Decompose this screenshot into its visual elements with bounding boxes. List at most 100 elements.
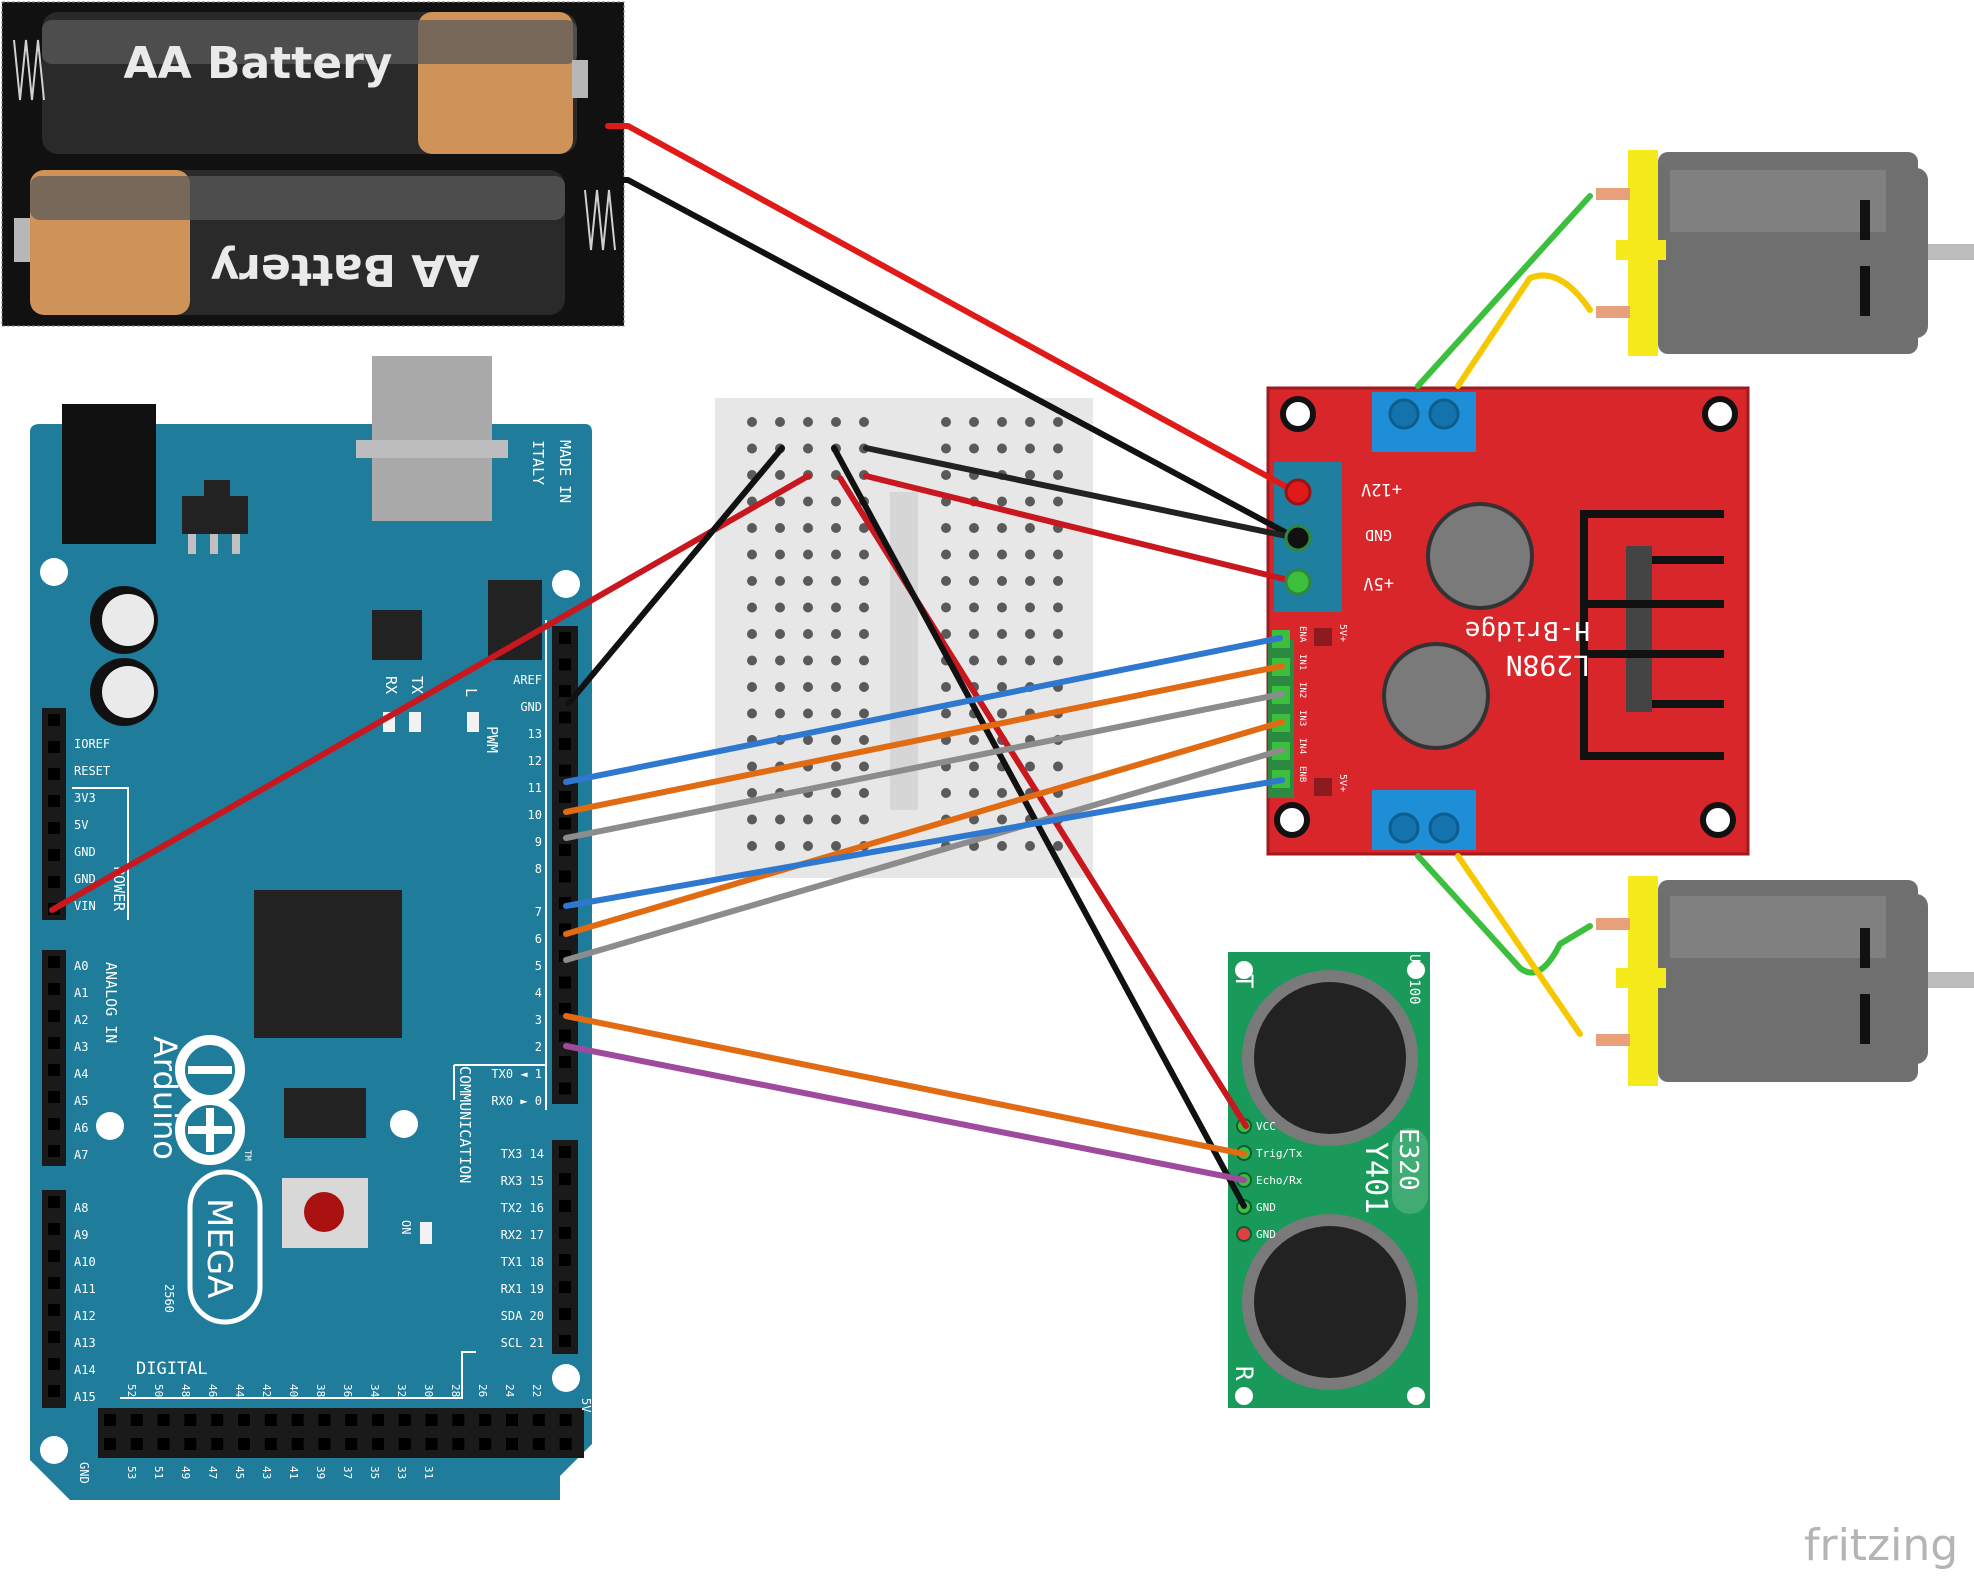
pin-label: 34 xyxy=(368,1384,381,1398)
wire-in1 xyxy=(563,663,1285,815)
header-hole xyxy=(372,1438,384,1450)
header-pins xyxy=(48,632,572,1450)
breadboard-hole xyxy=(941,602,951,613)
breadboard-hole xyxy=(803,549,813,560)
breadboard-hole xyxy=(803,735,813,745)
breadboard-hole xyxy=(831,549,841,560)
wire-motor-b2 xyxy=(1455,853,1583,1037)
header-hole xyxy=(48,1304,60,1316)
header-hole xyxy=(559,1308,571,1320)
breadboard-hole xyxy=(997,655,1007,666)
input-label: IN2 xyxy=(1297,682,1307,698)
spring-left xyxy=(13,39,45,101)
breadboard-hole xyxy=(941,629,951,639)
header-hole xyxy=(211,1414,224,1426)
breadboard-hole xyxy=(941,788,951,798)
breadboard-hole xyxy=(969,602,979,613)
breadboard-hole xyxy=(831,761,841,772)
terminal-5v xyxy=(1284,568,1312,596)
wire-sensor-gnd xyxy=(831,445,1247,1209)
breadboard-hole xyxy=(747,576,757,586)
pin-label: 11 xyxy=(528,781,542,795)
breadboard-hole xyxy=(997,708,1007,719)
header-hole xyxy=(559,1173,571,1185)
pin-label: 32 xyxy=(395,1384,408,1397)
header-hole xyxy=(291,1438,304,1450)
header-hole xyxy=(559,1438,572,1450)
pin-label: 52 xyxy=(125,1384,138,1397)
pin-label: GND xyxy=(74,845,96,859)
pin-label: RX2 17 xyxy=(501,1228,544,1242)
header-hole xyxy=(559,1082,571,1095)
header-hole xyxy=(130,1414,143,1426)
breadboard-hole xyxy=(803,576,813,586)
pin-label: 10 xyxy=(528,808,542,822)
pin-label: 37 xyxy=(341,1466,354,1479)
wire-hbridge-gnd xyxy=(863,445,1299,541)
pin-label: 3V3 xyxy=(74,791,96,805)
breadboard-hole xyxy=(859,629,869,639)
pin-label: TX2 16 xyxy=(501,1201,544,1215)
wire-in2 xyxy=(563,691,1285,841)
breadboard-hole xyxy=(859,655,869,666)
header-hole xyxy=(559,791,571,803)
breadboard-hole xyxy=(747,788,757,798)
breadboard-hole xyxy=(941,443,951,454)
breadboard-hole xyxy=(941,708,951,719)
pwm-label: PWM xyxy=(483,726,501,753)
header-hole xyxy=(559,817,571,830)
breadboard-hole xyxy=(831,496,841,507)
breadboard-hole xyxy=(997,841,1007,851)
pin-label: 49 xyxy=(179,1466,192,1479)
header-hole xyxy=(184,1438,197,1450)
breadboard-hole xyxy=(747,761,757,772)
breadboard-hole xyxy=(859,735,869,745)
header-hole xyxy=(291,1414,304,1426)
header-hole xyxy=(479,1438,492,1450)
breadboard-hole xyxy=(831,841,841,851)
breadboard-hole xyxy=(803,708,813,719)
breadboard-hole xyxy=(1025,470,1035,480)
pin-label: 35 xyxy=(368,1466,381,1479)
tm-text: TM xyxy=(242,1150,252,1161)
pin-label: A13 xyxy=(74,1336,96,1350)
pin-label: A7 xyxy=(74,1148,88,1162)
dc-motor-bottom xyxy=(1596,876,1974,1086)
header-hole xyxy=(532,1414,545,1426)
pin-label: 13 xyxy=(528,727,542,741)
header-hole xyxy=(48,714,60,726)
pin-label: GND xyxy=(74,872,96,886)
pin-label: 45 xyxy=(233,1466,246,1479)
breadboard-hole xyxy=(997,443,1007,454)
header-hole xyxy=(425,1414,438,1426)
header-hole xyxy=(157,1414,170,1426)
fritzing-watermark: fritzing xyxy=(1804,1520,1958,1571)
header-hole xyxy=(48,1064,60,1076)
battery-cell-bottom: AA Battery xyxy=(14,170,565,315)
breadboard-hole xyxy=(747,629,757,639)
header-hole xyxy=(559,658,571,671)
breadboard-hole xyxy=(997,602,1007,613)
breadboard-hole xyxy=(997,629,1007,639)
breadboard-hole xyxy=(1053,761,1063,772)
breadboard-hole xyxy=(997,417,1007,427)
header-hole xyxy=(506,1438,518,1450)
hbridge-gnd-label: GND xyxy=(1365,526,1392,544)
breadboard-hole xyxy=(831,682,841,692)
header-hole xyxy=(48,1196,60,1208)
header-hole xyxy=(48,1223,60,1235)
header-hole xyxy=(157,1438,170,1450)
gnd-bottom-label: GND xyxy=(77,1462,91,1484)
header-hole xyxy=(559,711,571,724)
wire-trig xyxy=(563,1013,1247,1157)
rx-led-label: RX xyxy=(382,676,400,694)
pin-label: SDA 20 xyxy=(501,1309,544,1323)
pin-label: 5 xyxy=(535,959,542,973)
sensor-pin xyxy=(1236,1226,1252,1242)
header-hole xyxy=(264,1414,277,1426)
sensor-pin-label: GND xyxy=(1256,1201,1276,1214)
header-hole xyxy=(238,1414,250,1426)
